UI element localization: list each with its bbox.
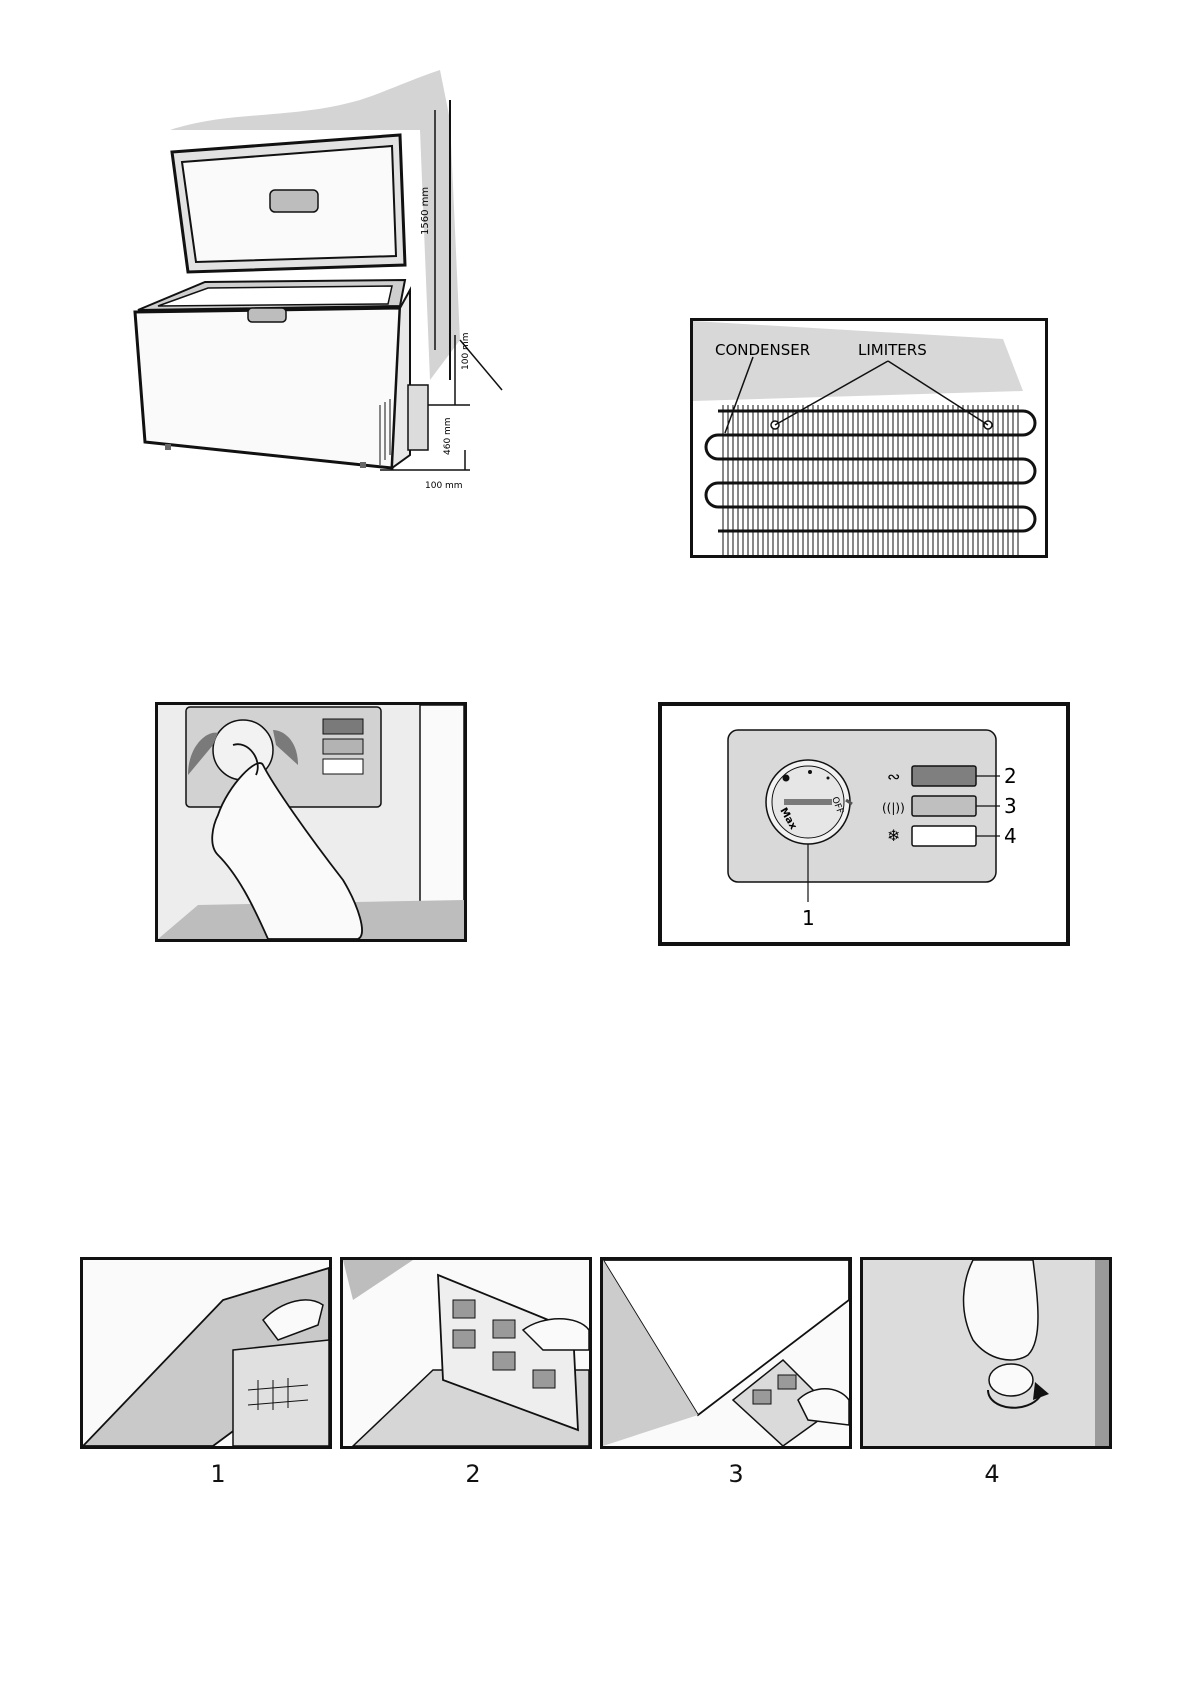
callout-3: 3	[1004, 794, 1017, 818]
thermostat-hand-illustration	[158, 705, 464, 939]
step-1-label: 1	[188, 1460, 248, 1488]
step-1-figure	[80, 1257, 332, 1449]
step-2-figure	[340, 1257, 592, 1449]
snowflake-icon: ❄	[887, 826, 900, 845]
indicator-orange	[912, 796, 976, 816]
label-condenser: CONDENSER	[715, 341, 810, 359]
indicator-green	[912, 766, 976, 786]
step-3-label: 3	[706, 1460, 766, 1488]
label-limiters: LIMITERS	[858, 341, 927, 359]
freezer-illustration: 1560 mm 100 mm 460 mm 100 mm	[110, 60, 510, 530]
step-4-illustration	[863, 1260, 1109, 1446]
indicator-yellow	[912, 826, 976, 846]
control-panel-diagram: Max OFF ∾ ((|)) ❄ 1 2 3 4	[662, 706, 1066, 942]
step-1-illustration	[83, 1260, 329, 1446]
dim-height: 1560 mm	[420, 187, 431, 235]
step-2-label: 2	[443, 1460, 503, 1488]
power-icon: ∾	[887, 767, 900, 786]
dim-side: 460 mm	[443, 417, 453, 455]
alarm-icon: ((|))	[882, 801, 905, 815]
dim-top-gap: 100 mm	[461, 332, 471, 370]
figure-thermostat-hand	[155, 702, 467, 942]
callout-1: 1	[802, 906, 815, 930]
dim-back-gap: 100 mm	[425, 481, 463, 491]
figure-freezer-installation: 1560 mm 100 mm 460 mm 100 mm	[110, 60, 510, 530]
step-3-illustration	[603, 1260, 849, 1446]
step-2-illustration	[343, 1260, 589, 1446]
figure-control-panel: Max OFF ∾ ((|)) ❄ 1 2 3 4	[658, 702, 1070, 946]
figure-condenser: CONDENSER LIMITERS	[690, 318, 1048, 558]
condenser-illustration: CONDENSER LIMITERS	[693, 321, 1045, 555]
step-3-figure	[600, 1257, 852, 1449]
step-4-figure	[860, 1257, 1112, 1449]
callout-4: 4	[1004, 824, 1017, 848]
step-4-label: 4	[962, 1460, 1022, 1488]
callout-2: 2	[1004, 764, 1017, 788]
